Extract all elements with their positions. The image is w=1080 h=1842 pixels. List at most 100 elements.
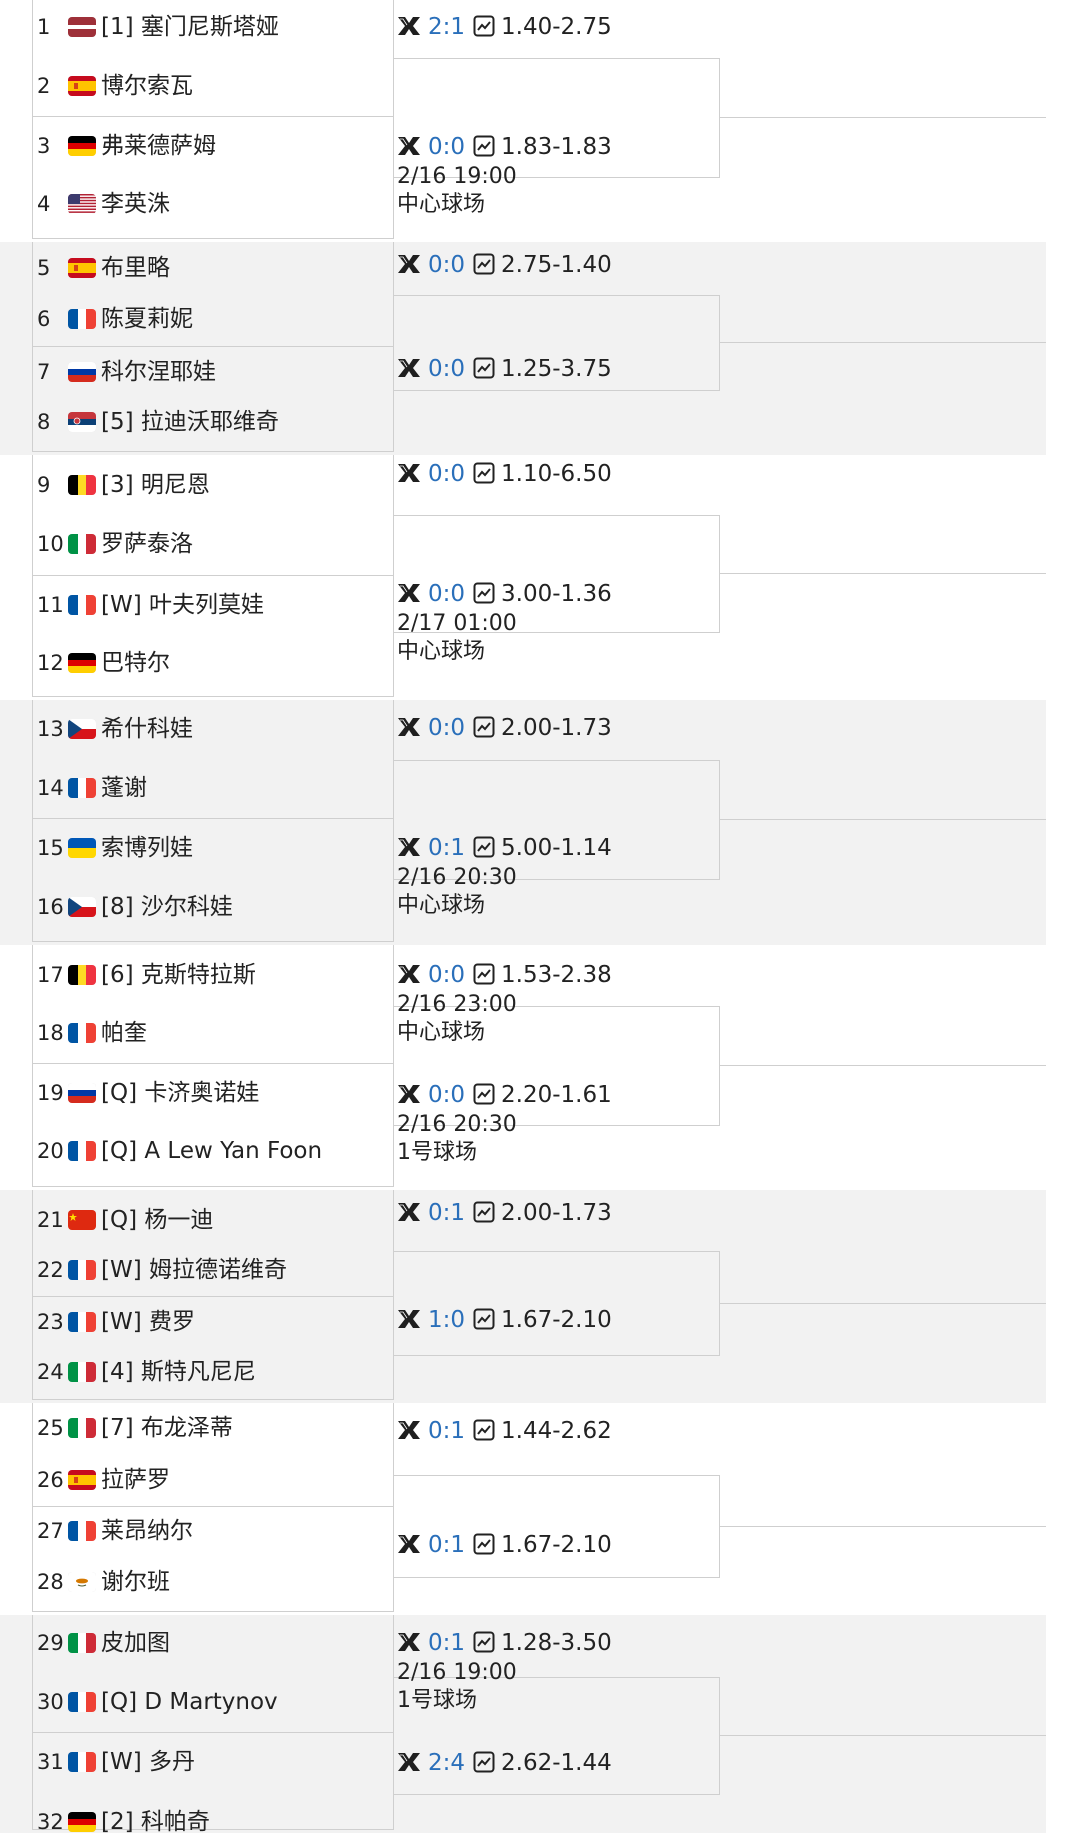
trend-chart-icon[interactable]	[473, 357, 495, 379]
trend-chart-icon[interactable]	[473, 462, 495, 484]
match-score[interactable]: 0:1	[428, 1418, 466, 1444]
trend-chart-icon[interactable]	[473, 135, 495, 157]
player-row[interactable]: 11[W] 叶夫列莫娃	[33, 585, 393, 625]
player-row[interactable]: 21[Q] 杨一迪	[33, 1200, 393, 1240]
match-score[interactable]: 2:4	[428, 1750, 466, 1776]
trend-chart-icon[interactable]	[473, 1631, 495, 1653]
trend-chart-icon[interactable]	[473, 1201, 495, 1223]
player-row[interactable]: 20[Q] A Lew Yan Foon	[33, 1131, 393, 1171]
match-score[interactable]: 0:0	[428, 581, 466, 607]
player-row[interactable]: 32[2] 科帕奇	[33, 1802, 393, 1842]
match-court: 1号球场	[397, 1140, 477, 1165]
trend-chart-icon[interactable]	[473, 1751, 495, 1773]
trend-chart-icon[interactable]	[473, 582, 495, 604]
player-row[interactable]: 30[Q] D Martynov	[33, 1682, 393, 1722]
player-row[interactable]: 19[Q] 卡济奥诺娃	[33, 1073, 393, 1113]
match-score[interactable]: 0:0	[428, 962, 466, 988]
match-score[interactable]: 0:0	[428, 1082, 466, 1108]
match-score[interactable]: 0:1	[428, 1630, 466, 1656]
trend-chart-icon[interactable]	[473, 1419, 495, 1441]
match-score[interactable]: 0:1	[428, 1200, 466, 1226]
trend-chart-icon[interactable]	[473, 1533, 495, 1555]
player-row[interactable]: 9[3] 明尼恩	[33, 465, 393, 505]
china-flag-icon	[68, 1210, 96, 1230]
player-row[interactable]: 16[8] 沙尔科娃	[33, 887, 393, 927]
match-score[interactable]: 0:0	[428, 252, 466, 278]
trend-chart-icon[interactable]	[473, 1308, 495, 1330]
match-score[interactable]: 2:1	[428, 14, 466, 40]
player-row[interactable]: 23[W] 费罗	[33, 1302, 393, 1342]
match-odds: 1.44-2.62	[501, 1418, 612, 1444]
match-score[interactable]: 1:0	[428, 1307, 466, 1333]
connector-line	[719, 573, 1046, 574]
france-flag-icon	[68, 1692, 96, 1712]
match-result[interactable]: 0:1 1.44-2.62	[396, 1416, 612, 1446]
trend-chart-icon[interactable]	[473, 963, 495, 985]
player-row[interactable]: 8[5] 拉迪沃耶维奇	[33, 402, 393, 442]
connector-line	[719, 342, 1046, 343]
match-score[interactable]: 0:0	[428, 715, 466, 741]
crossed-rackets-icon	[396, 1630, 422, 1654]
russia-flag-icon	[68, 1083, 96, 1103]
trend-chart-icon[interactable]	[473, 253, 495, 275]
player-name: 陈夏莉妮	[101, 306, 193, 332]
italy-flag-icon	[68, 1418, 96, 1438]
player-row[interactable]: 31[W] 多丹	[33, 1742, 393, 1782]
connector-line	[719, 1303, 1046, 1304]
match-score[interactable]: 0:0	[428, 461, 466, 487]
player-row[interactable]: 25[7] 布龙泽蒂	[33, 1408, 393, 1448]
player-name: [W] 费罗	[101, 1309, 195, 1335]
trend-chart-icon[interactable]	[473, 15, 495, 37]
match-score[interactable]: 0:1	[428, 1532, 466, 1558]
match-score[interactable]: 0:0	[428, 134, 466, 160]
trend-chart-icon[interactable]	[473, 836, 495, 858]
france-flag-icon	[68, 1312, 96, 1332]
pair-divider	[33, 1063, 393, 1064]
match-score[interactable]: 0:1	[428, 835, 466, 861]
player-row[interactable]: 1[1] 塞门尼斯塔娅	[33, 7, 393, 47]
player-row[interactable]: 22[W] 姆拉德诺维奇	[33, 1250, 393, 1290]
match-score[interactable]: 0:0	[428, 356, 466, 382]
connector-line	[719, 819, 1046, 820]
trend-chart-icon[interactable]	[473, 1083, 495, 1105]
draw-position: 8	[37, 410, 51, 434]
draw-position: 32	[37, 1810, 64, 1834]
player-row[interactable]: 17[6] 克斯特拉斯	[33, 955, 393, 995]
player-row[interactable]: 24[4] 斯特凡尼尼	[33, 1352, 393, 1392]
trend-chart-icon[interactable]	[473, 716, 495, 738]
